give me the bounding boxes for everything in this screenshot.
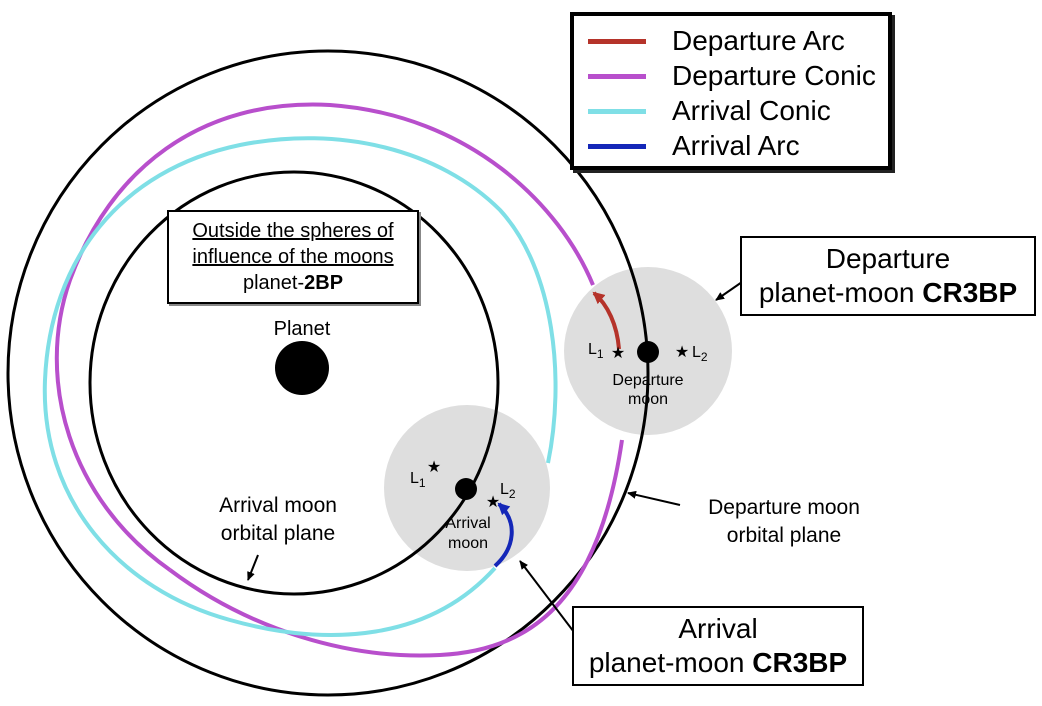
legend-swatch-departure-arc bbox=[588, 38, 646, 44]
departure-conic-lower bbox=[168, 439, 624, 658]
departure-plane-pointer bbox=[627, 490, 681, 506]
departure-l2-label: L2 bbox=[692, 344, 708, 364]
legend-item-departure-arc: Departure Arc bbox=[588, 24, 845, 58]
departure-l1-label: L1 bbox=[588, 341, 604, 361]
legend-swatch-departure-conic bbox=[588, 73, 646, 79]
departure-arc bbox=[592, 291, 621, 350]
arrival-box-line-1: Arrival bbox=[678, 613, 758, 644]
arrival-l2-label: L2 bbox=[500, 481, 516, 501]
legend-item-departure-conic: Departure Conic bbox=[588, 59, 876, 93]
legend-item-arrival-arc: Arrival Arc bbox=[588, 129, 800, 163]
departure-l1-star-icon: ★ bbox=[611, 345, 625, 362]
departure-conic-upper bbox=[54, 102, 595, 572]
arrival-box-pointer bbox=[519, 560, 581, 641]
arrival-moon-label-1: Arrival bbox=[445, 515, 490, 532]
planet-body bbox=[275, 341, 329, 395]
arrival-arc bbox=[493, 502, 514, 568]
legend-label-departure-arc: Departure Arc bbox=[672, 25, 845, 56]
legend: Departure Arc Departure Conic Arrival Co… bbox=[570, 12, 892, 170]
two-body-line-3: planet-2BP bbox=[242, 272, 344, 294]
two-body-line-2: influence of the moons bbox=[192, 246, 394, 268]
arrival-plane-label-1: Arrival moon bbox=[219, 494, 337, 517]
departure-box-pointer bbox=[715, 281, 743, 301]
legend-label-arrival-conic: Arrival Conic bbox=[672, 95, 831, 126]
arrival-plane-label-2: orbital plane bbox=[221, 522, 335, 545]
departure-moon-orbit bbox=[6, 49, 650, 697]
departure-l2-star-icon: ★ bbox=[675, 344, 689, 361]
planet-label: Planet bbox=[274, 318, 331, 340]
arrival-box-line-2: planet-moon CR3BP bbox=[588, 647, 848, 678]
departure-box-line-2: planet-moon CR3BP bbox=[758, 277, 1018, 308]
arrival-l1-star-icon: ★ bbox=[427, 459, 441, 476]
departure-plane-label-1: Departure moon bbox=[708, 496, 860, 519]
arrival-moon-orbit bbox=[88, 170, 500, 596]
arrival-moon-body bbox=[455, 478, 477, 500]
arrival-moon-label-2: moon bbox=[448, 535, 488, 552]
legend-swatch-arrival-conic bbox=[588, 108, 646, 114]
two-body-region-box: Outside the spheres of influence of the … bbox=[167, 210, 419, 304]
legend-swatch-arrival-arc bbox=[588, 143, 646, 149]
departure-moon-label-1: Departure bbox=[612, 372, 683, 389]
departure-plane-label-2: orbital plane bbox=[727, 524, 841, 547]
arrival-l1-label: L1 bbox=[410, 470, 426, 490]
arrival-l2-star-icon: ★ bbox=[486, 494, 500, 511]
two-body-line-1: Outside the spheres of bbox=[192, 220, 394, 242]
legend-label-departure-conic: Departure Conic bbox=[672, 60, 876, 91]
departure-moon-label-2: moon bbox=[628, 391, 668, 408]
arrival-cr3bp-box: Arrival planet-moon CR3BP bbox=[572, 606, 864, 686]
departure-cr3bp-box: Departure planet-moon CR3BP bbox=[740, 236, 1036, 316]
legend-item-arrival-conic: Arrival Conic bbox=[588, 94, 831, 128]
arrival-conic-outer bbox=[42, 136, 558, 637]
legend-label-arrival-arc: Arrival Arc bbox=[672, 130, 800, 161]
departure-moon-body bbox=[637, 341, 659, 363]
departure-box-line-1: Departure bbox=[825, 243, 951, 274]
arrival-plane-pointer bbox=[247, 554, 259, 581]
